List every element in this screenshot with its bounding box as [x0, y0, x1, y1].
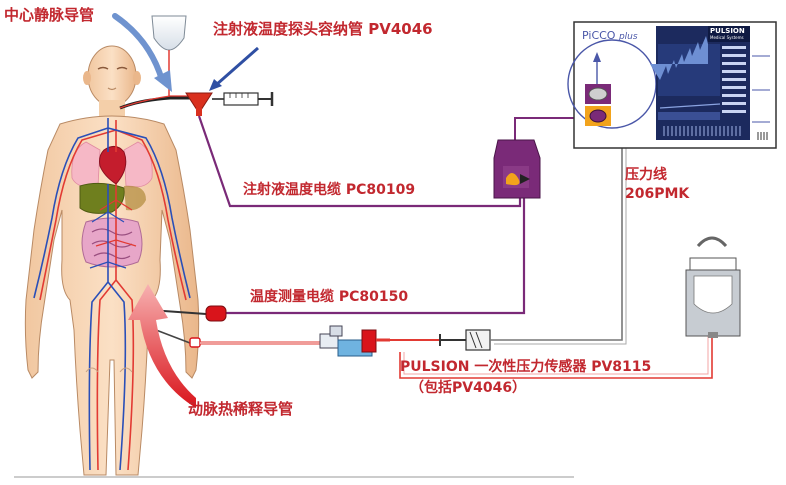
label-pressure-line: 压力线	[625, 167, 667, 183]
monitor-brand-suffix: plus	[618, 32, 638, 42]
monitor-maker-name: PULSION	[710, 27, 745, 35]
monitor-brand: PiCCO plus	[582, 30, 638, 42]
label-arterial-catheter: 动脉热稀释导管	[188, 400, 294, 418]
arterial-catheter-arrow	[128, 284, 196, 408]
label-temp-measurement-cable: 温度测量电缆 PC80150	[250, 289, 409, 305]
monitor-brand-name: PiCCO	[582, 29, 616, 42]
module-cable	[514, 117, 585, 143]
label-central-venous-catheter: 中心静脉导管	[4, 6, 95, 24]
cvc-arrow	[112, 13, 172, 92]
flush-tubing	[399, 336, 713, 379]
monitor-maker-sub: Medical Systems	[710, 35, 744, 40]
label-pressure-transducer: PULSION 一次性压力传感器 PV8115	[400, 359, 652, 375]
label-injectate-temp-cable: 注射液温度电缆 PC80109	[243, 182, 416, 198]
injectate-housing	[185, 92, 213, 116]
label-pressure-line-code: 206PMK	[625, 186, 690, 202]
neck-catheter	[119, 95, 192, 110]
label-injectate-housing: 注射液温度探头容纳管 PV4046	[213, 20, 433, 38]
temp-measurement-cable	[226, 198, 526, 315]
picco-monitor	[567, 21, 777, 149]
monitor-maker: PULSION Medical Systems	[710, 28, 748, 40]
syringe	[212, 92, 274, 106]
picco-module	[493, 139, 541, 199]
label-transducer-includes: （包括PV4046）	[410, 380, 527, 396]
flush-bag	[685, 236, 741, 338]
pressure-connector	[439, 329, 491, 351]
injectate-temp-cable	[197, 115, 522, 208]
housing-arrow	[209, 46, 259, 91]
human-body	[24, 45, 200, 476]
pressure-transducer	[319, 325, 390, 357]
arterial-line	[155, 329, 320, 348]
